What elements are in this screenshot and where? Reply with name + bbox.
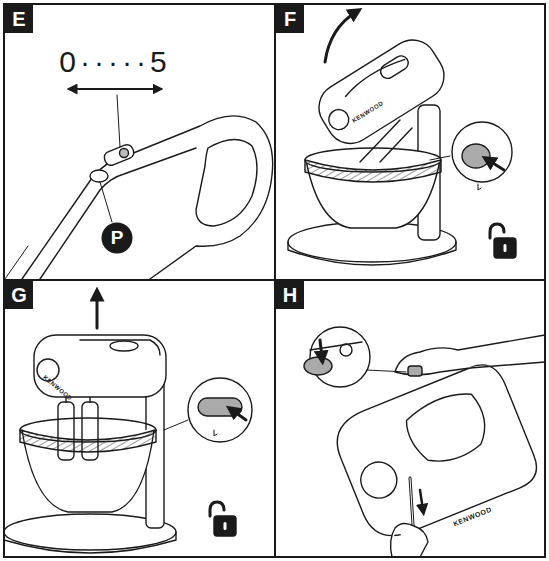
step-letter: G — [5, 281, 33, 309]
speed-arrow-part — [72, 88, 158, 90]
stand-mixer-tilted-part-part — [310, 31, 453, 152]
stand-mixer-tilted-part-part — [343, 55, 405, 96]
hand-mixer-top-part — [120, 149, 129, 158]
eject-button-zoom-part — [164, 420, 188, 430]
release-button-zoom — [430, 122, 512, 190]
lift-arrow — [96, 294, 97, 328]
stand-mixer-tilted-part — [310, 31, 453, 152]
hand-mixer-eject-part — [420, 490, 423, 510]
stand-mixer-tilted-part — [288, 242, 456, 265]
release-button-zoom-part — [430, 156, 450, 160]
unlock-icon-part — [224, 522, 227, 530]
hand-mixer-eject-part-part — [328, 358, 544, 546]
hand-mixer-eject-part-part — [401, 386, 495, 472]
step-panel: F — [274, 3, 546, 281]
hand-mixer-top-part — [100, 182, 112, 222]
stand-mixer-upright-part — [4, 532, 176, 553]
stand-mixer-upright-part — [80, 340, 160, 355]
stand-mixer-tilted-part — [380, 128, 412, 162]
step-letter: H — [276, 281, 304, 309]
release-button-zoom-part — [478, 184, 481, 190]
stand-mixer-tilted-part-part — [378, 53, 411, 81]
lift-arrow-part — [96, 294, 99, 328]
stand-mixer-tilted-part-part — [325, 106, 353, 134]
eject-button-zoom-part — [214, 430, 217, 436]
unlock-icon-part — [494, 238, 516, 258]
unlock-icon-part — [210, 502, 224, 516]
speed-arrow — [72, 88, 158, 89]
hand-mixer-top-part — [22, 116, 273, 279]
stand-mixer-upright-part — [110, 341, 138, 351]
stand-mixer-upright-part — [20, 430, 156, 452]
eject-button-zoom-part — [304, 357, 332, 375]
hand-mixer-eject-part-part — [355, 457, 402, 504]
speed-scale: 0·····5 — [59, 45, 170, 79]
callout-circle-fill — [102, 223, 133, 254]
release-button-zoom-part — [452, 122, 512, 182]
step-panel: H — [274, 279, 546, 558]
hand-mixer-eject-part — [328, 358, 544, 546]
callout-letter: P — [111, 227, 124, 249]
hand-mixer-eject — [328, 358, 544, 546]
stand-mixer-tilted-part — [305, 160, 441, 182]
hand-mixer-top-part — [102, 143, 135, 167]
eject-button-zoom-part — [340, 344, 352, 356]
unlock-icon — [210, 502, 236, 536]
tilt-arrow — [325, 12, 356, 62]
hand-bottom — [391, 523, 428, 557]
stand-mixer-upright — [4, 335, 176, 553]
unlock-icon — [490, 224, 516, 258]
hand-top-part — [408, 366, 422, 376]
hand-mixer-top-part — [117, 95, 120, 147]
unlock-icon-part — [214, 516, 236, 536]
release-button-zoom-part — [462, 144, 490, 168]
eject-button-zoom-part — [320, 340, 322, 358]
eject-button-zoom-part — [232, 410, 246, 420]
hand-top — [395, 335, 545, 376]
step-panel: EP — [3, 3, 276, 281]
step-letter: E — [5, 5, 33, 33]
step-letter: F — [276, 5, 304, 33]
eject-button-zoom-part — [310, 342, 362, 350]
stand-mixer-tilted-part — [306, 160, 440, 228]
step-panel: G — [3, 279, 276, 558]
hand-bottom-part — [391, 523, 428, 557]
eject-button-zoom — [304, 327, 406, 387]
hand-mixer-top-part — [90, 170, 108, 182]
park-button-callout: P — [101, 222, 133, 254]
stand-mixer-tilted — [288, 31, 456, 265]
hand-mixer-top-part — [5, 246, 28, 279]
hand-mixer-top-part — [196, 139, 257, 226]
unlock-icon-part — [504, 244, 507, 252]
stand-mixer-tilted-part — [360, 120, 400, 162]
hand-mixer-top-part — [40, 148, 196, 279]
hand-mixer-top — [5, 95, 273, 279]
unlock-icon-part — [490, 224, 504, 238]
eject-button-zoom — [164, 378, 252, 442]
eject-button-zoom-part — [366, 370, 406, 372]
eject-button-zoom-part — [188, 378, 252, 442]
hand-top-part — [395, 335, 545, 375]
release-button-zoom-part — [488, 160, 504, 170]
tilt-arrow-part — [325, 12, 356, 62]
